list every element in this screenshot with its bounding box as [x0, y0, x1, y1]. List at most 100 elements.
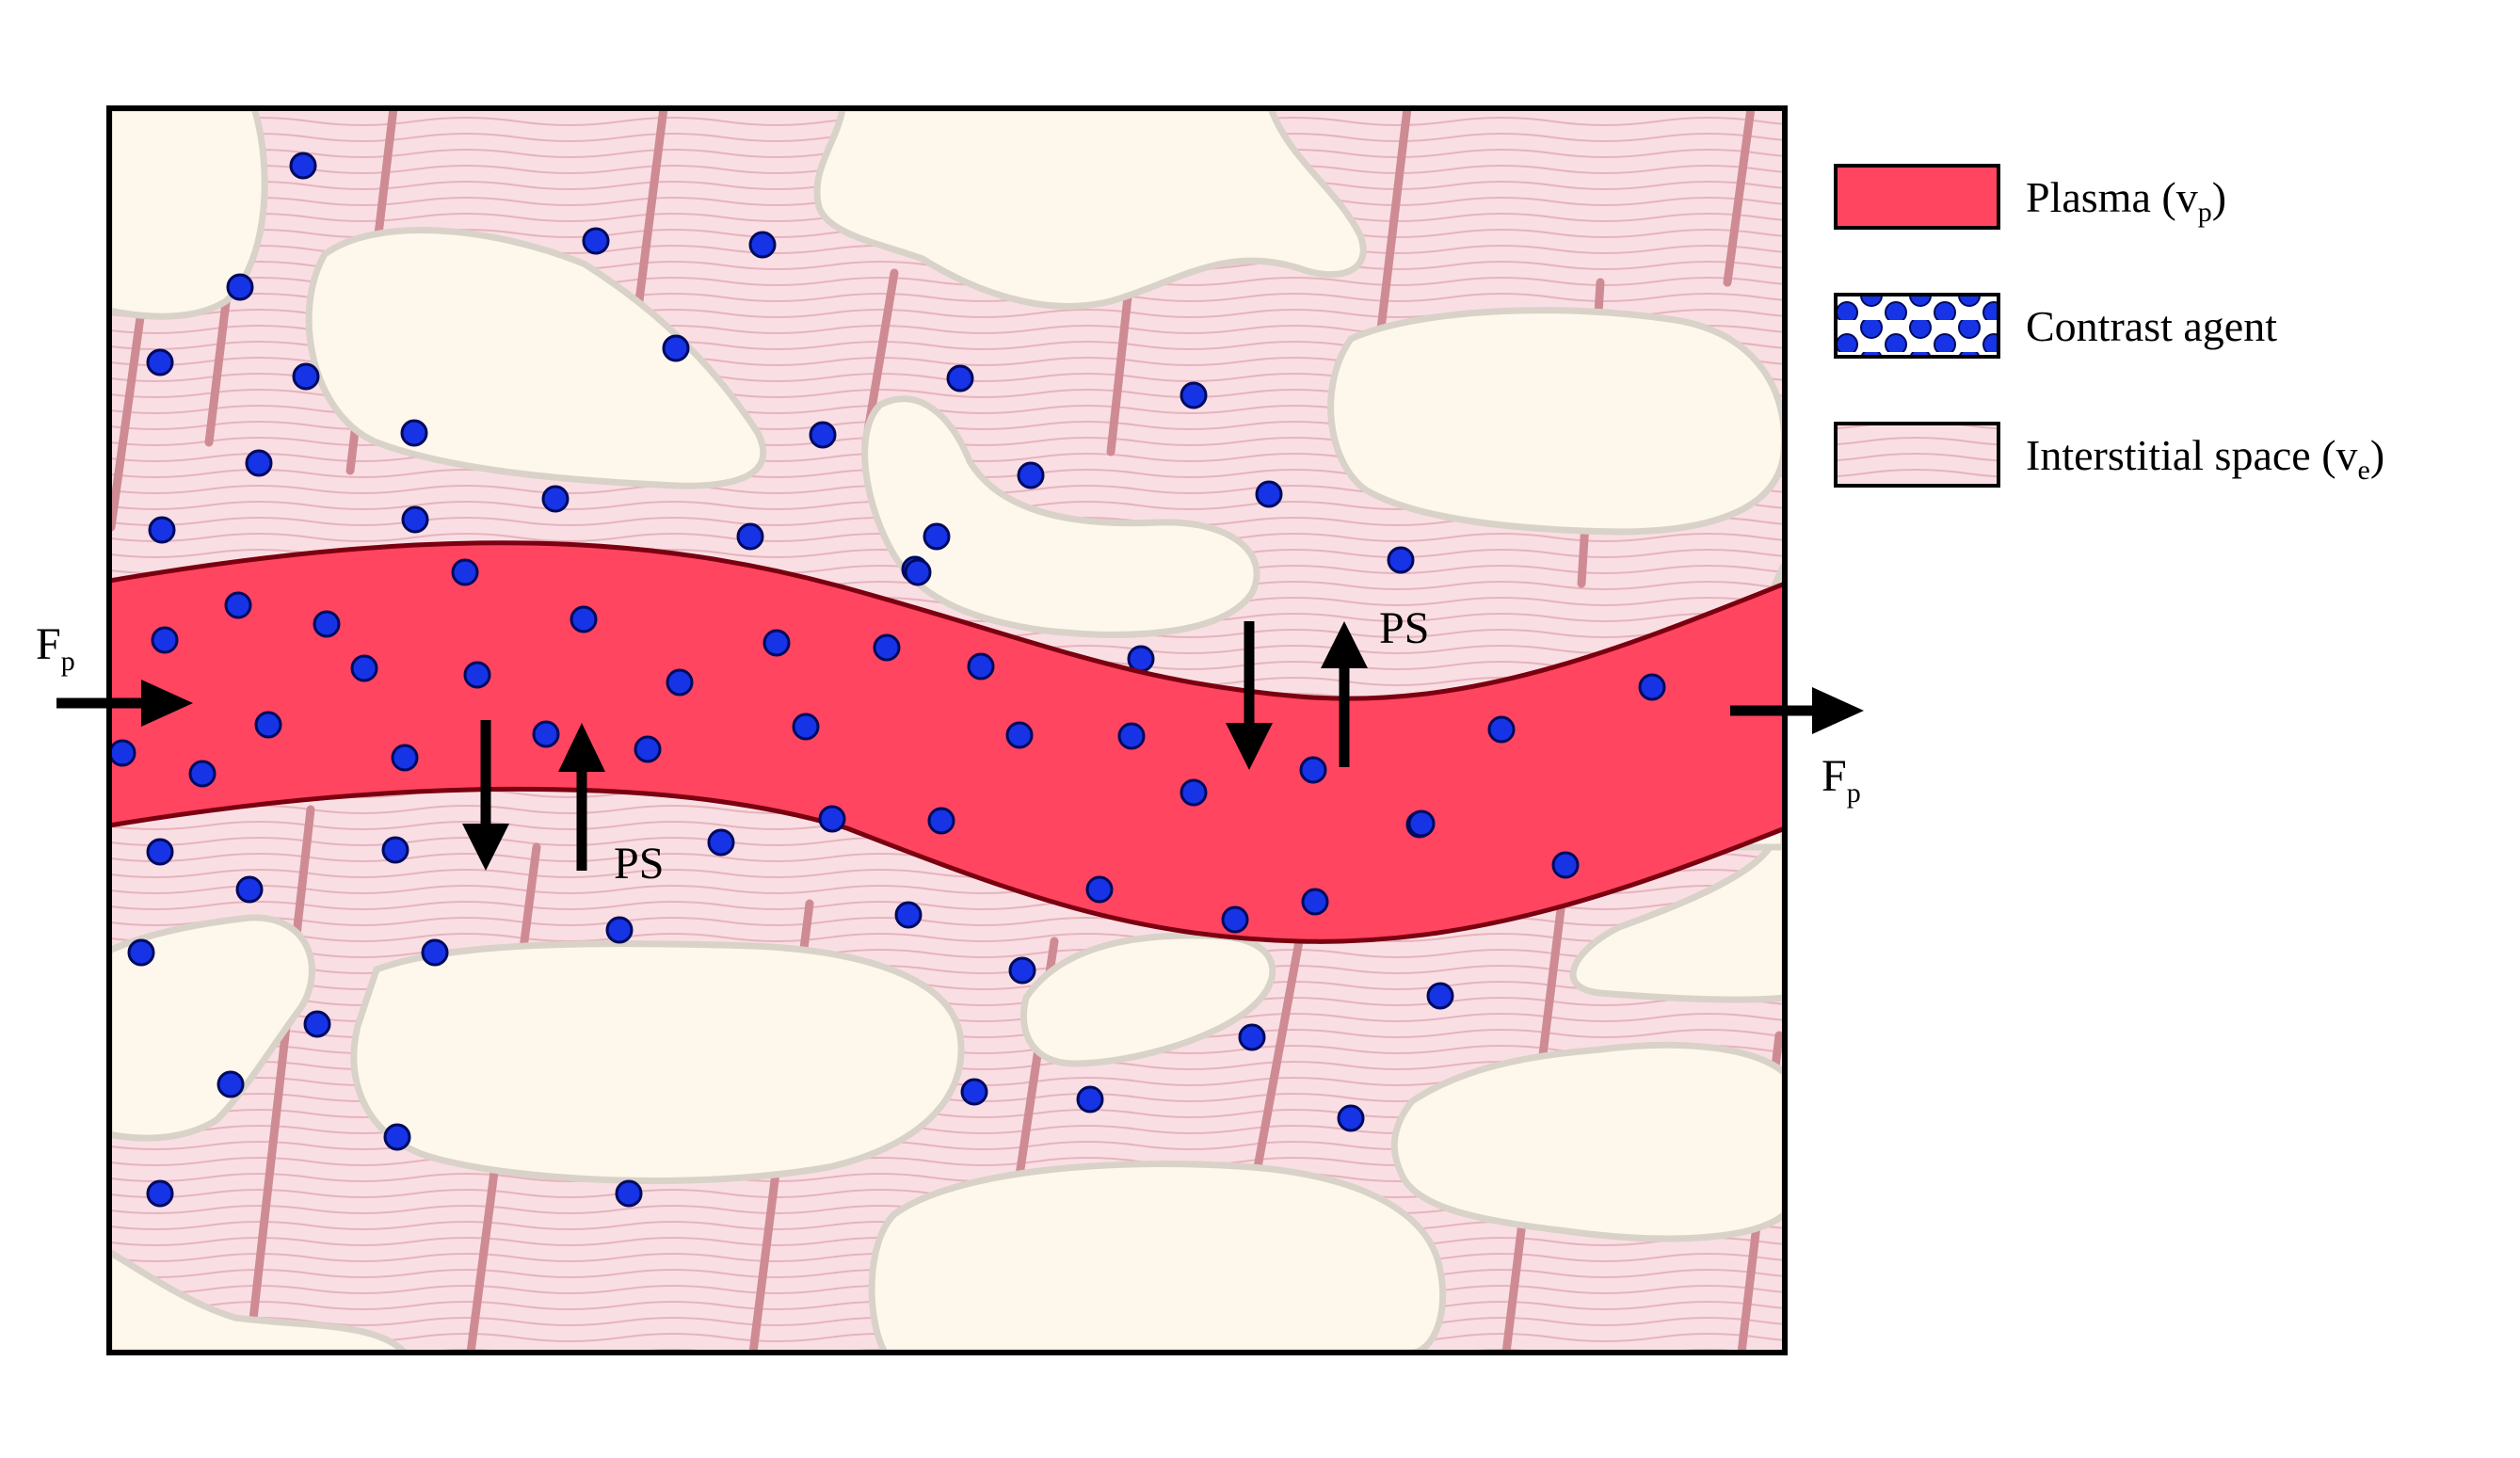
contrast-agent-particle — [151, 626, 179, 654]
legend-item-plasma: Plasma (vp) — [1834, 164, 2226, 230]
arrow-up-icon — [558, 723, 605, 871]
fibre — [109, 306, 146, 532]
contrast-agent-particle — [1387, 546, 1415, 574]
contrast-agent-particle — [809, 421, 837, 449]
legend-swatch-contrast-agent — [1834, 293, 2000, 359]
cell — [109, 1247, 409, 1353]
contrast-agent-particle — [463, 661, 491, 689]
contrast-agent-particle — [1017, 461, 1045, 489]
contrast-agent-particle — [1238, 1023, 1266, 1051]
legend-label-plasma: Plasma (vp) — [2026, 173, 2226, 228]
contrast-agent-particle — [615, 1179, 643, 1208]
ps-right-label: PS — [1379, 603, 1429, 653]
contrast-agent-particle — [960, 1078, 988, 1106]
legend-label-interstitial: Interstitial space (ve) — [2026, 431, 2384, 486]
contrast-agent-particle — [381, 836, 409, 864]
flow-out-arrow — [1730, 687, 1864, 734]
contrast-agent-particle — [146, 838, 174, 866]
legend-item-interstitial: Interstitial space (ve) — [1834, 422, 2384, 488]
ps-left-label: PS — [614, 839, 664, 889]
contrast-agent-particle — [1180, 381, 1208, 409]
cell — [813, 108, 1367, 310]
ps-exchange-right — [1226, 621, 1368, 770]
arrow-down-icon — [462, 720, 509, 871]
contrast-agent-plasma — [109, 522, 1666, 934]
legend: Plasma (vp) Contrast agent Interstitial … — [1834, 164, 2384, 488]
contrast-agent-particle — [1551, 851, 1580, 879]
contrast-agent-particle — [188, 760, 217, 788]
cell — [1390, 1041, 1785, 1242]
cell — [1327, 307, 1785, 536]
contrast-agent-particle — [383, 1123, 411, 1151]
contrast-agent-particle — [1221, 905, 1249, 934]
contrast-agent-particle — [400, 419, 428, 447]
contrast-agent-particle — [946, 364, 974, 393]
fibre — [245, 805, 315, 1353]
contrast-agent-particle — [792, 713, 820, 741]
contrast-agent-particle — [570, 605, 598, 633]
flow-out-label: Fp — [1822, 751, 1861, 809]
contrast-agent-particle — [967, 652, 995, 681]
contrast-agent-particle — [662, 334, 690, 362]
cell — [868, 1161, 1447, 1353]
contrast-agent-tissue — [127, 152, 1454, 1208]
ps-exchange-left — [462, 720, 605, 871]
contrast-agent-particle — [1008, 956, 1036, 985]
cell — [1569, 843, 1785, 1003]
contrast-agent-particle — [1487, 715, 1516, 744]
legend-label-contrast-agent: Contrast agent — [2026, 302, 2277, 350]
flow-in-label: Fp — [36, 619, 75, 677]
contrast-agent-particle — [217, 1070, 245, 1098]
contrast-agent-particle — [235, 875, 264, 904]
contrast-agent-particle — [634, 735, 662, 763]
contrast-agent-particle — [1255, 480, 1283, 508]
tissue-frame — [106, 105, 1788, 1355]
contrast-agent-particle — [1301, 888, 1329, 916]
contrast-agent-particle — [707, 828, 735, 857]
contrast-agent-particle — [605, 916, 634, 944]
contrast-agent-particle — [666, 668, 694, 697]
legend-swatch-plasma — [1834, 164, 2000, 230]
contrast-agent-particle — [1180, 778, 1208, 807]
contrast-agent-particle — [313, 610, 341, 638]
contrast-agent-particle — [1085, 875, 1114, 904]
contrast-agent-particle — [927, 807, 955, 835]
contrast-agent-particle — [582, 227, 610, 255]
contrast-agent-particle — [1127, 645, 1155, 673]
contrast-agent-particle — [762, 629, 791, 657]
cell — [861, 395, 1260, 638]
cell — [109, 914, 315, 1142]
cells — [109, 108, 1785, 1353]
plasma-vessel — [109, 540, 1785, 944]
contrast-agent-particle — [421, 938, 449, 967]
contrast-agent-particle — [1426, 982, 1454, 1010]
tissue-region — [109, 108, 1785, 1353]
contrast-agent-particle — [1638, 673, 1666, 701]
cell — [305, 227, 767, 489]
contrast-agent-particle — [146, 348, 174, 377]
contrast-agent-particle — [127, 938, 155, 967]
contrast-agent-particle — [109, 739, 136, 767]
cell — [1019, 932, 1276, 1067]
contrast-agent-particle — [254, 711, 282, 739]
contrast-agent-particle — [532, 720, 560, 748]
contrast-agent-particle — [148, 516, 176, 544]
arrow-right-icon — [1730, 687, 1864, 734]
legend-item-contrast-agent: Contrast agent — [1834, 293, 2277, 359]
contrast-agent-particle — [1005, 721, 1034, 749]
arrow-right-icon — [56, 680, 193, 727]
contrast-agent-particle — [894, 901, 923, 929]
contrast-agent-particle — [1076, 1085, 1104, 1114]
contrast-agent-particle — [541, 485, 570, 513]
contrast-agent-particle — [1407, 809, 1436, 838]
contrast-agent-particle — [292, 362, 320, 391]
contrast-agent-particle — [226, 273, 254, 301]
contrast-agent-particle — [1299, 756, 1327, 784]
contrast-agent-particle — [736, 522, 764, 551]
arrow-up-icon — [1321, 621, 1368, 767]
contrast-agent-particle — [451, 558, 479, 586]
flow-in-arrow — [56, 680, 193, 727]
contrast-agent-particle — [923, 522, 951, 551]
contrast-agent-particle — [748, 231, 777, 259]
